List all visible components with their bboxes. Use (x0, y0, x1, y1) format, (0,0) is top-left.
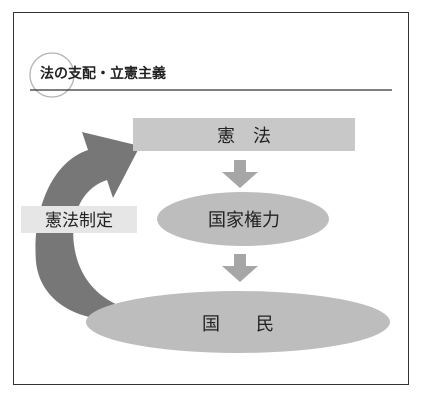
title-circle-decoration (29, 52, 75, 98)
constitution-enactment-arrow (35, 132, 140, 320)
arrow-label-box (21, 206, 137, 233)
constitution-label: 憲 法 (217, 125, 271, 147)
state-power-ellipse (157, 192, 329, 246)
arrow-label: 憲法制定 (45, 210, 113, 231)
people-label: 国 民 (202, 314, 274, 335)
down-arrow-1 (222, 160, 258, 188)
people-ellipse (86, 291, 390, 353)
diagram-title: 法の支配・立憲主義 (40, 65, 166, 82)
down-arrow-2 (222, 254, 258, 282)
state-power-label: 国家権力 (208, 210, 280, 231)
constitution-box (133, 118, 355, 151)
